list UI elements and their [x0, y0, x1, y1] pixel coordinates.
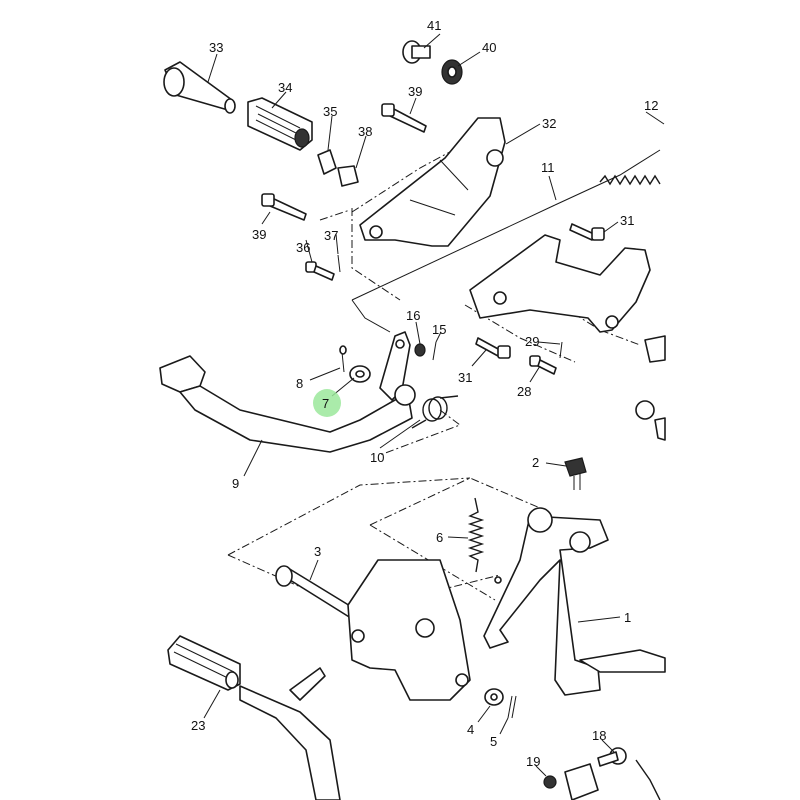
callout-22[interactable]: 10 — [370, 450, 384, 465]
callout-28[interactable]: 4 — [467, 722, 474, 737]
part-37-cotter-pin — [337, 254, 341, 273]
part-16-washer — [414, 343, 426, 357]
part-38-clip — [337, 165, 359, 187]
callout-3[interactable]: 33 — [209, 40, 223, 55]
part-19-washer — [543, 775, 557, 789]
part-31-bolt-upper — [569, 223, 605, 241]
part-10-return-spring — [411, 395, 459, 429]
callout-11[interactable]: 31 — [620, 213, 634, 228]
part-8-pin — [339, 345, 347, 373]
callout-23[interactable]: 9 — [232, 476, 239, 491]
part-35-washer — [317, 149, 337, 175]
callout-labels: 41 40 33 34 35 38 39 32 12 11 31 39 36 3… — [191, 18, 658, 769]
callout-2[interactable]: 40 — [482, 40, 496, 55]
part-1-center-stand — [483, 507, 666, 696]
callout-6[interactable]: 38 — [358, 124, 372, 139]
callout-10[interactable]: 11 — [541, 160, 555, 175]
part-18-bolt — [564, 747, 661, 800]
part-12-spring — [599, 174, 661, 186]
part-34-footrest-rubber — [247, 97, 313, 151]
part-frame-bracket — [347, 559, 471, 701]
callout-13[interactable]: 36 — [296, 240, 310, 255]
callout-18[interactable]: 29 — [525, 334, 539, 349]
part-5-pin — [507, 695, 517, 719]
callout-20[interactable]: 8 — [296, 376, 303, 391]
callout-leaders — [203, 33, 665, 777]
callout-24[interactable]: 2 — [532, 455, 539, 470]
callout-17[interactable]: 31 — [458, 370, 472, 385]
callout-29[interactable]: 5 — [490, 734, 497, 749]
part-29-cotter-pin — [559, 341, 563, 359]
callout-16[interactable]: 15 — [432, 322, 446, 337]
part-3-shaft — [275, 565, 361, 621]
part-32-footrest-bracket — [359, 117, 506, 247]
callout-25[interactable]: 6 — [436, 530, 443, 545]
part-2-stopper — [564, 457, 587, 490]
part-right-edge-fragments — [635, 335, 666, 441]
part-40-grommet — [441, 59, 463, 85]
callout-19[interactable]: 28 — [517, 384, 531, 399]
part-11-brake-rod — [351, 149, 661, 333]
callout-8[interactable]: 32 — [542, 116, 556, 131]
callout-26[interactable]: 3 — [314, 544, 321, 559]
callout-21[interactable]: 7 — [322, 396, 329, 411]
part-23-footrest — [167, 635, 341, 800]
callout-7[interactable]: 39 — [408, 84, 422, 99]
callout-4[interactable]: 34 — [278, 80, 292, 95]
callout-5[interactable]: 35 — [323, 104, 337, 119]
part-9-brake-pedal — [159, 355, 413, 453]
part-7-washer — [349, 365, 371, 383]
part-39-bolt-lower — [261, 193, 307, 221]
callout-32[interactable]: 18 — [592, 728, 606, 743]
part-6-stand-spring — [467, 497, 502, 584]
crop-margin — [665, 0, 800, 800]
part-15-cotter-pin — [432, 341, 437, 361]
callout-9[interactable]: 12 — [644, 98, 658, 113]
part-footrest-bracket-right — [469, 234, 651, 333]
callout-31[interactable]: 19 — [526, 754, 540, 769]
part-28-pin — [529, 355, 557, 375]
callout-15[interactable]: 16 — [406, 308, 420, 323]
callout-14[interactable]: 37 — [324, 228, 338, 243]
callout-1[interactable]: 41 — [427, 18, 441, 33]
callout-30[interactable]: 23 — [191, 718, 205, 733]
part-41-collar — [402, 40, 431, 64]
part-4-washer — [484, 688, 504, 706]
part-31-bolt-lower — [475, 337, 511, 359]
callout-highlight-marker[interactable] — [313, 389, 341, 417]
callout-12[interactable]: 39 — [252, 227, 266, 242]
part-33-pivot-shaft — [163, 61, 236, 114]
part-brake-arm — [379, 331, 416, 406]
callout-27[interactable]: 1 — [624, 610, 631, 625]
part-39-bolt-upper — [381, 103, 427, 133]
part-36-pin — [305, 261, 335, 281]
